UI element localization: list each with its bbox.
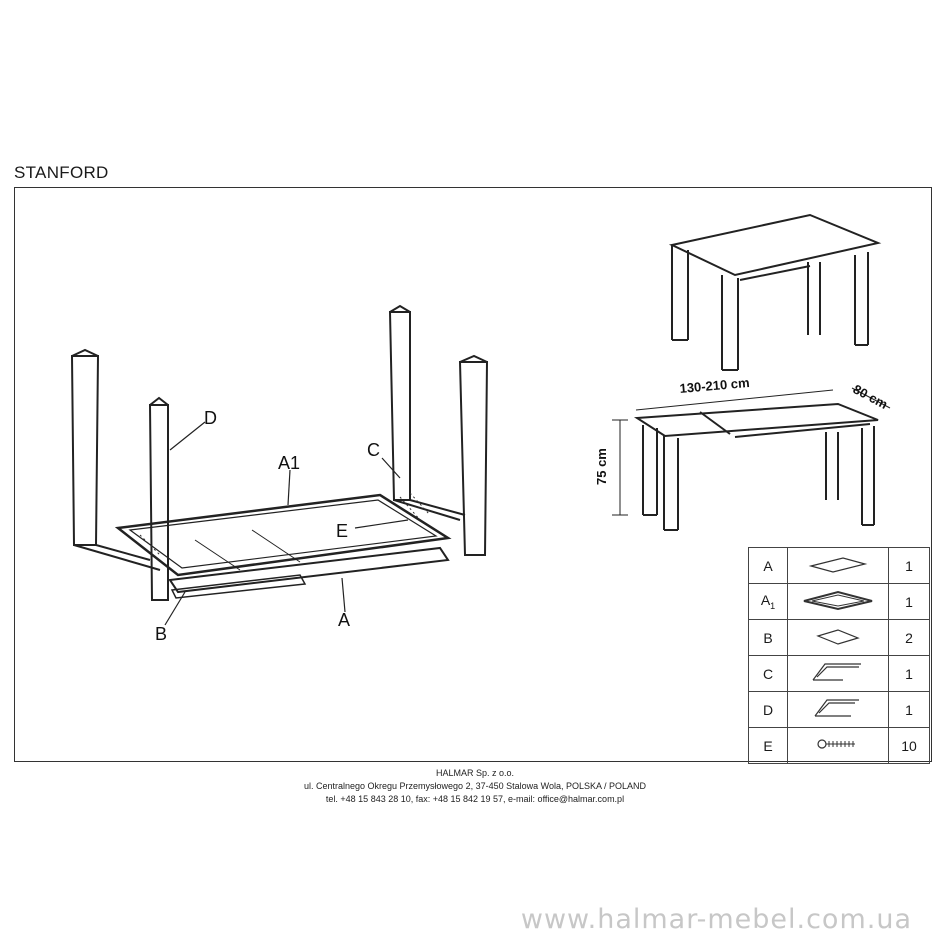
parts-row: E 10	[748, 727, 930, 764]
label-c: C	[367, 440, 380, 460]
label-e: E	[336, 521, 348, 541]
part-qty: 1	[888, 691, 930, 728]
leg-front-left	[148, 404, 169, 601]
part-qty: 10	[888, 727, 930, 764]
diagram-frame	[14, 187, 932, 762]
footer-contact: tel. +48 15 843 28 10, fax: +48 15 842 1…	[325, 794, 625, 804]
part-qty: 1	[888, 655, 930, 692]
leg-back-right	[388, 311, 411, 501]
small-panel-icon	[787, 619, 889, 656]
label-a: A	[338, 610, 350, 630]
panel-icon	[787, 547, 889, 584]
leg-bracket-d-icon	[787, 691, 889, 728]
parts-row: A1 1	[748, 583, 930, 620]
leg-back-left	[70, 355, 100, 546]
page-title: STANFORD	[14, 163, 109, 182]
part-qty: 1	[888, 547, 930, 584]
leg-front-right	[458, 361, 489, 556]
part-qty: 1	[888, 583, 930, 620]
parts-row: A 1	[748, 547, 930, 584]
frame-a1	[114, 493, 452, 577]
dimension-length: 130-210 cm	[679, 375, 750, 396]
label-b: B	[155, 624, 167, 644]
frame-icon	[787, 583, 889, 620]
watermark: www.halmar-mebel.com.ua	[520, 904, 912, 935]
parts-row: D 1	[748, 691, 930, 728]
parts-row: C 1	[748, 655, 930, 692]
part-qty: 2	[888, 619, 930, 656]
part-letter: B	[748, 619, 788, 656]
screw-icon	[787, 727, 889, 764]
label-a1: A1	[278, 453, 300, 473]
label-d: D	[204, 408, 217, 428]
dimension-depth: 80 cm	[851, 381, 891, 412]
table-extended-view	[633, 402, 879, 531]
extension-b	[170, 574, 307, 599]
parts-table: A 1 A1 1 B 2 C 1 D 1 E 1	[748, 547, 930, 764]
part-letter: E	[748, 727, 788, 764]
parts-row: B 2	[748, 619, 930, 656]
dimension-height: 75 cm	[594, 448, 609, 485]
footer-company: HALMAR Sp. z o.o.	[435, 768, 515, 778]
footer-address: ul. Centralnego Okregu Przemysłowego 2, …	[303, 781, 646, 791]
leg-bracket-c-icon	[787, 655, 889, 692]
part-letter: D	[748, 691, 788, 728]
table-closed-view	[668, 213, 882, 371]
part-letter: C	[748, 655, 788, 692]
tabletop-a	[168, 546, 450, 594]
part-letter: A	[748, 547, 788, 584]
part-letter: A1	[748, 583, 788, 620]
